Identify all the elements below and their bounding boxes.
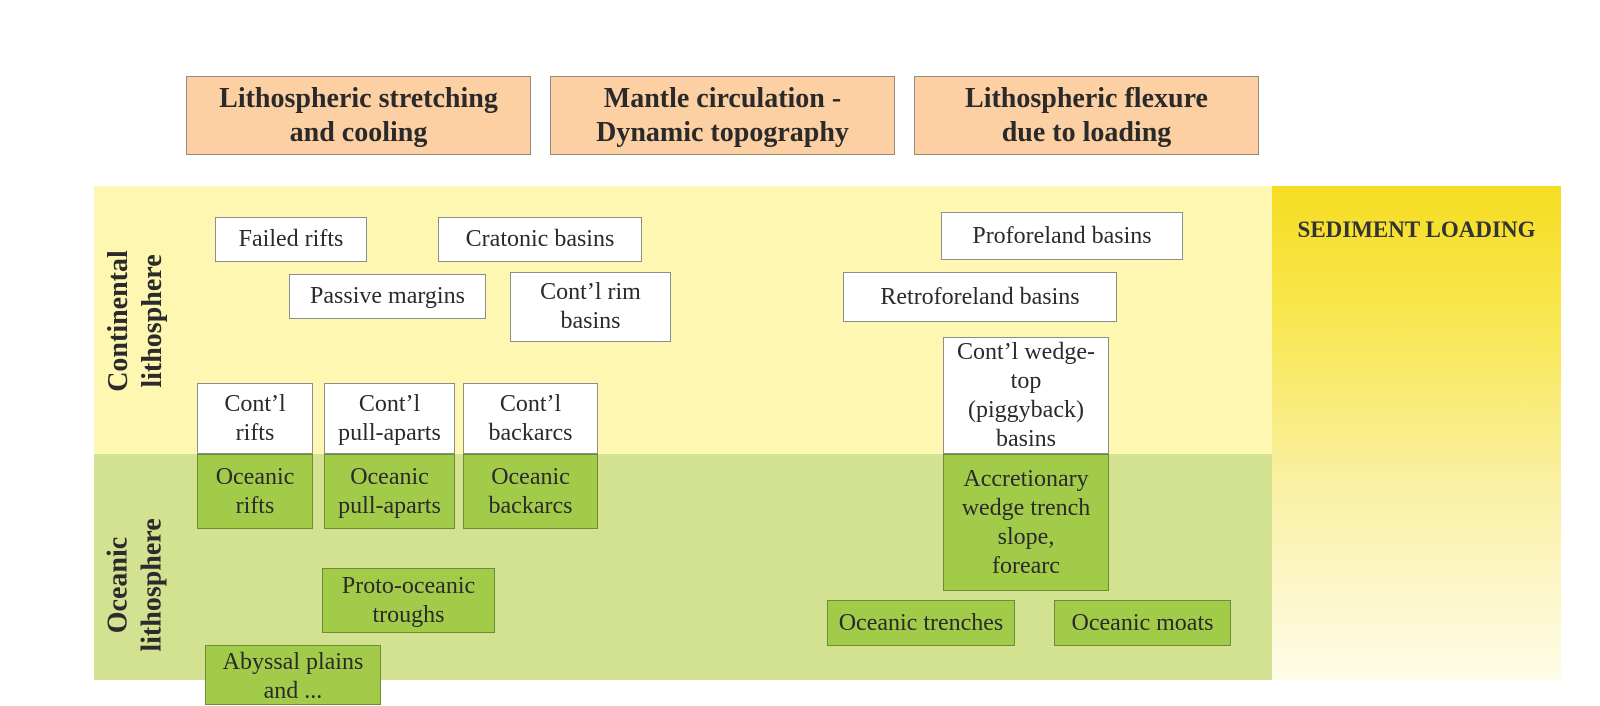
box-retroforeland-basins: Retroforeland basins — [843, 272, 1117, 322]
sediment-loading-label: SEDIMENT LOADING — [1297, 217, 1536, 242]
box-passive-margins: Passive margins — [289, 274, 486, 319]
sediment-loading-panel — [1272, 186, 1561, 680]
row-label-continental: Continental lithosphere — [103, 250, 169, 392]
box-contl-pull-aparts: Cont’l pull-aparts — [324, 383, 455, 454]
box-contl-rim-basins: Cont’l rim basins — [510, 272, 671, 342]
box-proto-oceanic-troughs: Proto-oceanic troughs — [322, 568, 495, 633]
header-lithospheric-flexure: Lithospheric flexure due to loading — [914, 76, 1259, 155]
box-oceanic-moats: Oceanic moats — [1054, 600, 1231, 646]
box-failed-rifts: Failed rifts — [215, 217, 367, 262]
box-oceanic-trenches: Oceanic trenches — [827, 600, 1015, 646]
header-lithospheric-stretching: Lithospheric stretching and cooling — [186, 76, 531, 155]
box-contl-rifts: Cont’l rifts — [197, 383, 313, 454]
box-oceanic-backarcs: Oceanic backarcs — [463, 454, 598, 529]
row-label-oceanic: Oceanic lithosphere — [103, 518, 168, 652]
box-abyssal-plains: Abyssal plains and ... — [205, 645, 381, 705]
box-contl-wedge-top-basins: Cont’l wedge- top (piggyback) basins — [943, 337, 1109, 454]
box-cratonic-basins: Cratonic basins — [438, 217, 642, 262]
box-oceanic-rifts: Oceanic rifts — [197, 454, 313, 529]
box-contl-backarcs: Cont’l backarcs — [463, 383, 598, 454]
header-mantle-circulation: Mantle circulation - Dynamic topography — [550, 76, 895, 155]
box-proforeland-basins: Proforeland basins — [941, 212, 1183, 260]
box-oceanic-pull-aparts: Oceanic pull-aparts — [324, 454, 455, 529]
box-accretionary-wedge: Accretionary wedge trench slope, forearc — [943, 454, 1109, 591]
